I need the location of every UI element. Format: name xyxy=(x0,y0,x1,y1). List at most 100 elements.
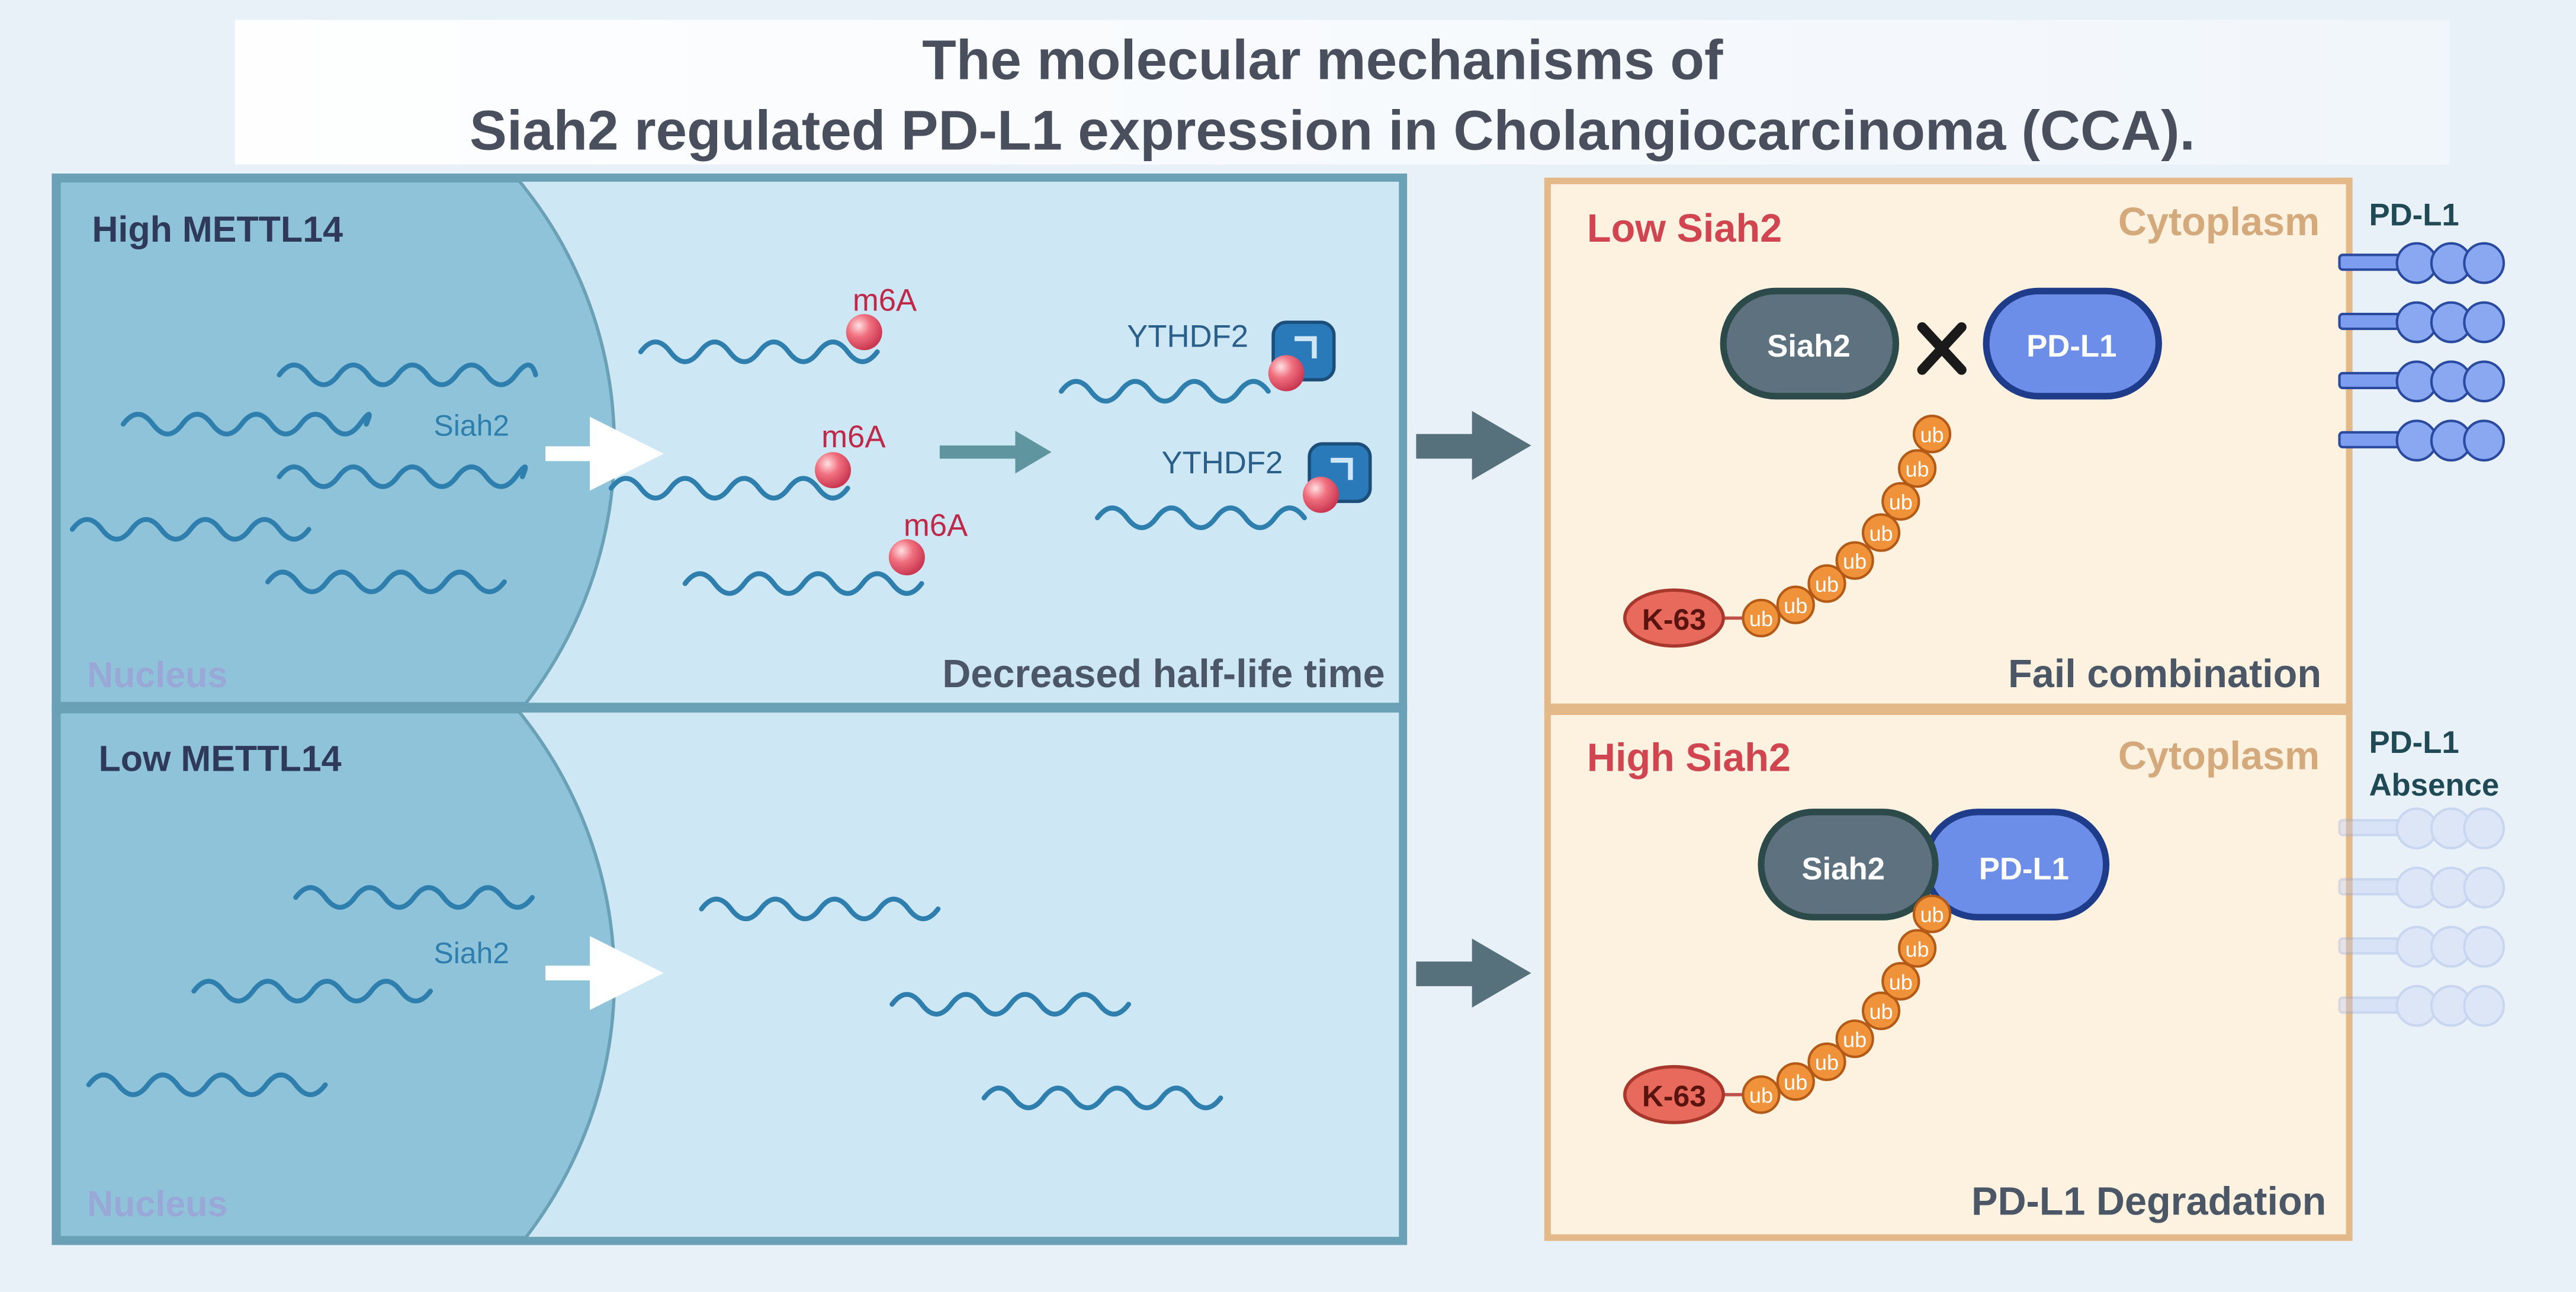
ub-bead: ub xyxy=(1861,513,1901,552)
title-line-2: Siah2 regulated PD-L1 expression in Chol… xyxy=(470,100,2195,162)
membrane-pdl1-label: PD-L1 xyxy=(2369,197,2459,232)
siah2-protein xyxy=(1720,287,1900,400)
panel-label: Low METTL14 xyxy=(98,738,341,778)
membrane-pdl1-absence-label: Absence xyxy=(2369,768,2499,803)
mrna-strand xyxy=(682,571,924,596)
svg-text:ub: ub xyxy=(1749,1083,1773,1108)
nuclear-mrnas xyxy=(69,363,538,594)
panel-label: Low Siah2 xyxy=(1587,207,1782,251)
nuclear-mrnas xyxy=(86,885,535,1097)
ythdf2-notch xyxy=(1295,336,1317,359)
pdl1-receptor xyxy=(2338,419,2506,462)
ythdf2-label: YTHDF2 xyxy=(1127,319,1248,354)
svg-text:ub: ub xyxy=(1889,970,1913,994)
membrane-pdl1-absence-label: PD-L1 xyxy=(2369,725,2459,760)
svg-text:ub: ub xyxy=(1784,594,1807,618)
nucleus-label: Nucleus xyxy=(87,1184,227,1224)
mrna-strand xyxy=(293,885,535,910)
methylated-mrnas xyxy=(608,339,1307,596)
svg-text:ub: ub xyxy=(1920,903,1944,927)
m6a-label: m6A xyxy=(821,419,886,454)
pdl1-receptor-ghost xyxy=(2338,925,2506,968)
siah2-mrna-label: Siah2 xyxy=(433,937,509,970)
ub-bead: ub xyxy=(1835,1019,1874,1059)
panel-label: High METTL14 xyxy=(92,209,343,249)
mrna-strand xyxy=(981,1085,1223,1111)
mrna-strand xyxy=(1095,505,1307,530)
svg-text:ub: ub xyxy=(1869,999,1893,1024)
svg-text:ub: ub xyxy=(1920,422,1944,447)
pdl1-receptor xyxy=(2338,301,2506,344)
svg-text:ub: ub xyxy=(1843,549,1867,573)
svg-text:ub: ub xyxy=(1815,1050,1839,1075)
mrna-strand xyxy=(120,412,372,437)
panel-low-siah2: Low Siah2 Cytoplasm Siah2 PD-L1 ub ub ub… xyxy=(1544,177,2353,710)
mrna-strand xyxy=(86,1072,328,1097)
ub-bead: ub xyxy=(1897,449,1937,488)
pdl1-protein xyxy=(1983,287,2162,400)
mrna-strand xyxy=(638,339,880,364)
m6a-dot xyxy=(888,539,925,576)
k63-linkage xyxy=(1623,588,1725,648)
reader-binding-arrow-head xyxy=(1015,431,1052,474)
panel-high-mettl14: High METTL14 Nucleus Siah2 m6A m6A m6A xyxy=(52,173,1408,711)
nucleus-region xyxy=(57,710,616,1239)
mrna-strand xyxy=(277,363,538,387)
ub-bead: ub xyxy=(1776,1062,1815,1101)
svg-text:ub: ub xyxy=(1905,457,1929,482)
svg-text:ub: ub xyxy=(1815,572,1839,597)
m6a-label: m6A xyxy=(853,283,917,318)
panel-connector-arrows xyxy=(1416,411,1531,1008)
mrna-strand xyxy=(69,517,311,542)
pdl1-receptor-ghost xyxy=(2338,807,2506,849)
svg-text:ub: ub xyxy=(1784,1070,1807,1095)
mrna-strand xyxy=(265,569,507,594)
k63-label: K-63 xyxy=(1642,1079,1706,1113)
ub-bead: ub xyxy=(1742,1075,1781,1114)
panel-caption: PD-L1 Degradation xyxy=(1971,1179,2326,1223)
panel-frame xyxy=(1544,708,2353,1241)
m6a-label: m6A xyxy=(904,508,968,543)
ubiquitin-chain: ub ub ub ub ub ub ub ub xyxy=(1718,895,1952,1114)
m6a-dot xyxy=(1302,476,1340,513)
pdl1-protein-label: PD-L1 xyxy=(2026,329,2116,364)
panel-low-mettl14: Low METTL14 Nucleus Siah2 xyxy=(52,704,1408,1245)
mrna-strand xyxy=(191,979,433,1004)
stable-mrnas xyxy=(699,896,1223,1111)
ubiquitin-chain: ub ub ub ub ub ub ub ub xyxy=(1718,415,1952,637)
connector-arrow-head xyxy=(1472,938,1531,1008)
mrna-strand xyxy=(277,464,528,489)
pdl1-protein-label: PD-L1 xyxy=(1979,851,2069,886)
pdl1-receptor-ghost xyxy=(2338,985,2506,1027)
svg-text:ub: ub xyxy=(1869,521,1893,546)
nucleus-region xyxy=(57,179,616,706)
title-band xyxy=(235,20,2450,165)
ub-bead: ub xyxy=(1807,1042,1846,1081)
siah2-mrna-label: Siah2 xyxy=(433,409,509,442)
svg-text:ub: ub xyxy=(1843,1027,1867,1051)
ub-bead: ub xyxy=(1807,564,1846,603)
pdl1-receptor xyxy=(2338,360,2506,403)
ub-bead: ub xyxy=(1912,895,1952,934)
m6a-dot xyxy=(1268,355,1305,392)
mrna-strand xyxy=(1058,379,1271,404)
svg-text:ub: ub xyxy=(1905,937,1929,961)
no-binding-cross-icon xyxy=(1917,322,1967,375)
panel-caption: Fail combination xyxy=(2008,652,2321,696)
svg-text:ub: ub xyxy=(1749,607,1773,631)
m6a-dot xyxy=(815,452,852,489)
siah2-protein xyxy=(1758,809,1939,921)
nucleus-label: Nucleus xyxy=(87,655,227,695)
cytoplasm-label: Cytoplasm xyxy=(2118,200,2320,244)
ub-bead: ub xyxy=(1881,482,1920,521)
m6a-dot xyxy=(846,314,882,351)
ythdf2-label: YTHDF2 xyxy=(1161,445,1283,480)
connector-arrow-head xyxy=(1472,411,1531,480)
panel-high-siah2: High Siah2 Cytoplasm PD-L1 Siah2 ub ub u… xyxy=(1544,708,2353,1241)
ub-bead: ub xyxy=(1776,585,1815,624)
ythdf2-notch xyxy=(1331,457,1353,480)
membrane-pdl1-receptors xyxy=(2338,242,2506,462)
pdl1-receptor-ghost xyxy=(2338,866,2506,909)
absent-pdl1-receptors xyxy=(2338,807,2506,1027)
